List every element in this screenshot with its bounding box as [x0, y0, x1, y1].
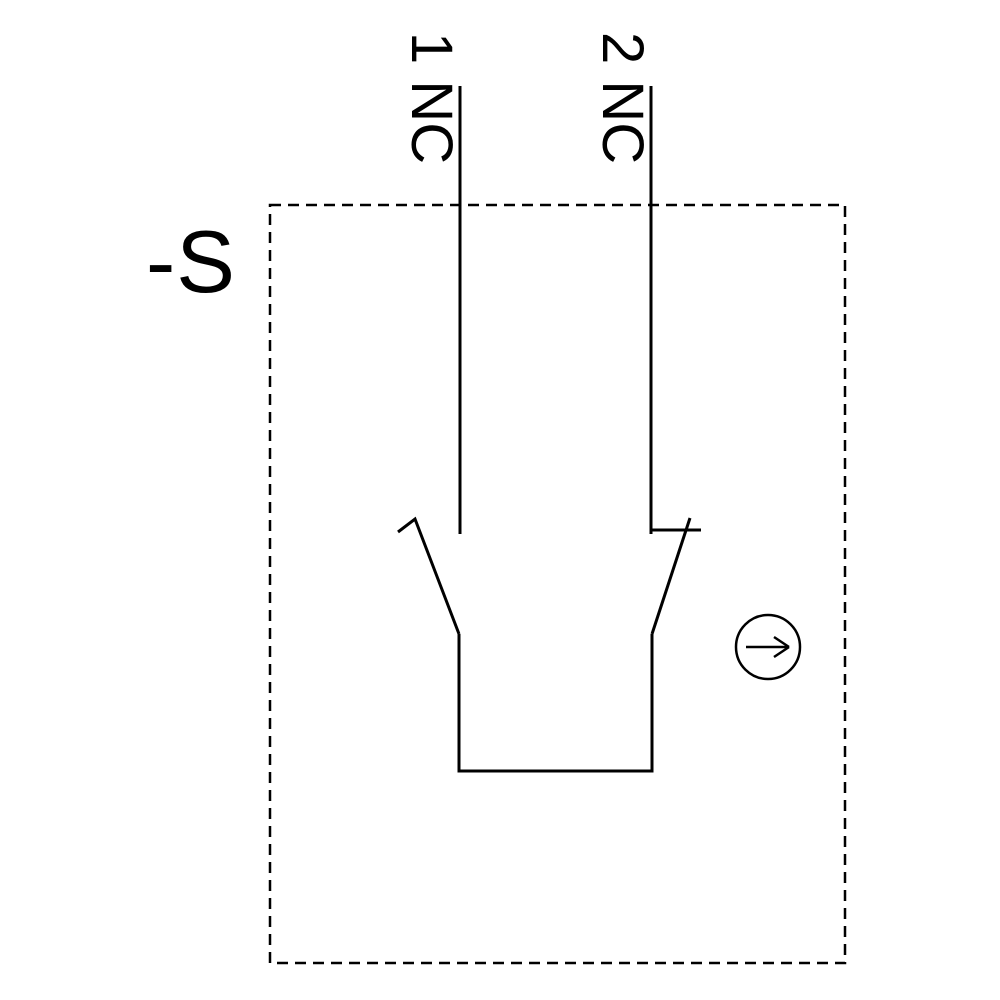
component-boundary-dashed-box: [268, 203, 847, 965]
device-designation-label: -S: [146, 212, 236, 311]
nc-contact-1-blade: [397, 516, 461, 635]
arrow-right-in-circle-icon: [734, 613, 802, 681]
nc-contact-2-blade: [650, 517, 692, 635]
diagram-lines: [268, 86, 847, 965]
terminal-2-label: 2 NC: [590, 32, 655, 165]
terminal-1-label: 1 NC: [399, 32, 464, 165]
actuator-arrow: [746, 635, 790, 659]
actuator-circle: [734, 613, 802, 681]
contact-bridge-linkage: [457, 634, 654, 773]
